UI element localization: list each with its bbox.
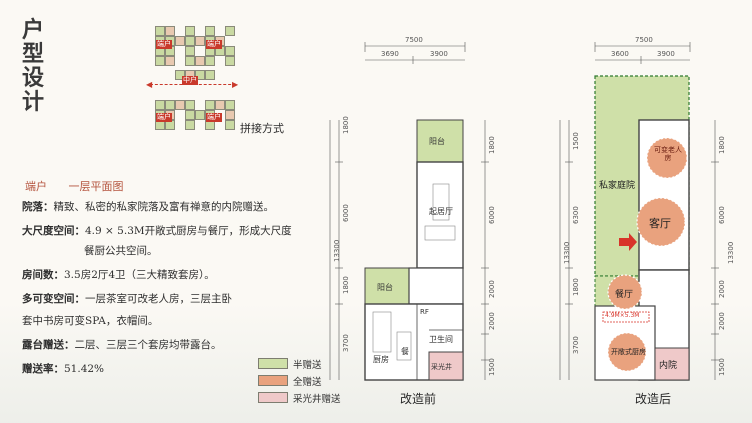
feature-label: 多可变空间： [22,293,85,305]
room-inner-court: 内院 [659,361,678,371]
arrow-left-icon: ◀ [146,80,153,89]
plan-after: 7500 3600 3900 1500 6300 13300 1800 3700… [555,12,745,412]
dim-left: 13300 [333,239,341,262]
feature-row: 院落：精致、私密的私家院落及富有禅意的内院赠送。 [22,200,312,215]
dim-right: 6000 [718,206,726,224]
dim-right: 2000 [718,312,726,330]
dim-left: 1800 [342,276,350,294]
dim-left: 1800 [342,116,350,134]
dim-left: 6000 [342,204,350,222]
plan-caption: 改造前 [400,392,437,406]
legend-label: 半赠送 [293,360,322,371]
room-tea-room: 可变老人房 [654,146,682,162]
plan-caption: 改造后 [635,392,672,406]
plan-after-drawing [559,42,719,381]
splice-tag: 端户 [206,40,222,49]
arrow-right-icon: ▶ [232,80,239,89]
page-title: 户型设计 [22,17,46,115]
room-bathroom: 卫生间 [429,335,453,344]
room-dining: 餐 [401,347,409,356]
room-living: 起居厅 [429,207,453,216]
plan-before: 7500 3690 3900 1800 6000 13300 1800 3700… [325,12,496,412]
feature-row: 多可变空间：一层茶室可改老人房，三层主卧 [22,292,312,307]
dim-left: 1500 [572,132,580,150]
feature-label: 院落： [22,201,54,213]
room-balcony: 阳台 [377,283,393,292]
feature-text: 4.9 × 5.3M开敞式厨房与餐厅，形成大尺度 [85,225,292,237]
dim-sub: 3900 [430,50,448,58]
feature-label: 房间数： [22,269,64,281]
feature-row: 赠送率：51.42% [22,362,312,377]
feature-row: 大尺度空间：4.9 × 5.3M开敞式厨房与餐厅，形成大尺度 [22,224,312,239]
feature-text: 一层茶室可改老人房，三层主卧 [85,293,232,305]
dim-left: 3700 [572,336,580,354]
dim-right: 2000 [488,280,496,298]
dim-top: 7500 [405,36,423,44]
dim-right: 1800 [718,136,726,154]
legend-swatch-lightwell [258,392,288,403]
splice-tag: 端户 [206,113,222,122]
dim-right: 13300 [727,241,735,264]
feature-text-cont: 餐厨公共空间。 [84,245,158,257]
dim-sub: 3690 [381,50,399,58]
room-living: 客厅 [649,217,671,230]
dim-tag: 4.9M×5.3M [605,312,640,319]
room-kitchen: 厨房 [373,355,389,364]
unit-subtitle: 端户 一层平面图 [25,178,142,194]
feature-text: 51.42% [64,363,105,375]
feature-text: 二层、三层三个套房均带露台。 [74,339,222,351]
feature-row: 房间数：3.5房2厅4卫（三大精致套房）。 [22,268,312,283]
dim-sub: 3900 [657,50,675,58]
legend-swatch-half [258,358,288,369]
feature-text: 精致、私密的私家院落及富有禅意的内院赠送。 [53,201,275,213]
feature-row: 露台赠送：二层、三层三个套房均带露台。 [22,338,312,353]
dim-right: 1800 [488,136,496,154]
splice-tag: 端户 [156,40,172,49]
legend-label: 全赠送 [293,377,322,388]
room-kitchen: 开敞式厨房 [611,348,646,356]
dim-sub: 3600 [611,50,629,58]
dim-top: 7500 [635,36,653,44]
legend-label: 采光井赠送 [293,394,341,405]
dim-right: 2000 [488,312,496,330]
dim-left: 13300 [563,241,571,264]
legend-swatch-full [258,375,288,386]
room-balcony: 阳台 [429,137,445,146]
feature-text-cont: 套中书房可变SPA，衣帽间。 [22,315,159,327]
dim-left: 1800 [572,278,580,296]
splice-tag: 端户 [156,113,172,122]
dim-right: 1500 [488,358,496,376]
feature-text: 3.5房2厅4卫（三大精致套房）。 [64,269,215,281]
dim-left: 6300 [572,206,580,224]
room-lightwell: 采光井 [431,363,452,371]
plan-before-drawing [329,42,489,381]
dim-right: 2000 [718,280,726,298]
unit-type: 端户 [25,180,47,193]
dim-right: 6000 [488,206,496,224]
room-rf: RF [420,308,429,316]
feature-label: 大尺度空间： [22,225,85,237]
room-courtyard: 私家庭院 [599,181,636,191]
room-dining: 餐厅 [615,290,634,300]
splice-diagram: ◀ ▶ 端户 端户 中户 端户 端户 [146,20,240,140]
dim-left: 3700 [342,334,350,352]
floor-name: 一层平面图 [68,180,124,193]
feature-label: 赠送率： [22,363,64,375]
splice-tag: 中户 [182,76,198,85]
splice-label: 拼接方式 [240,122,284,135]
dim-right: 1500 [718,358,726,376]
feature-label: 露台赠送： [22,339,75,351]
